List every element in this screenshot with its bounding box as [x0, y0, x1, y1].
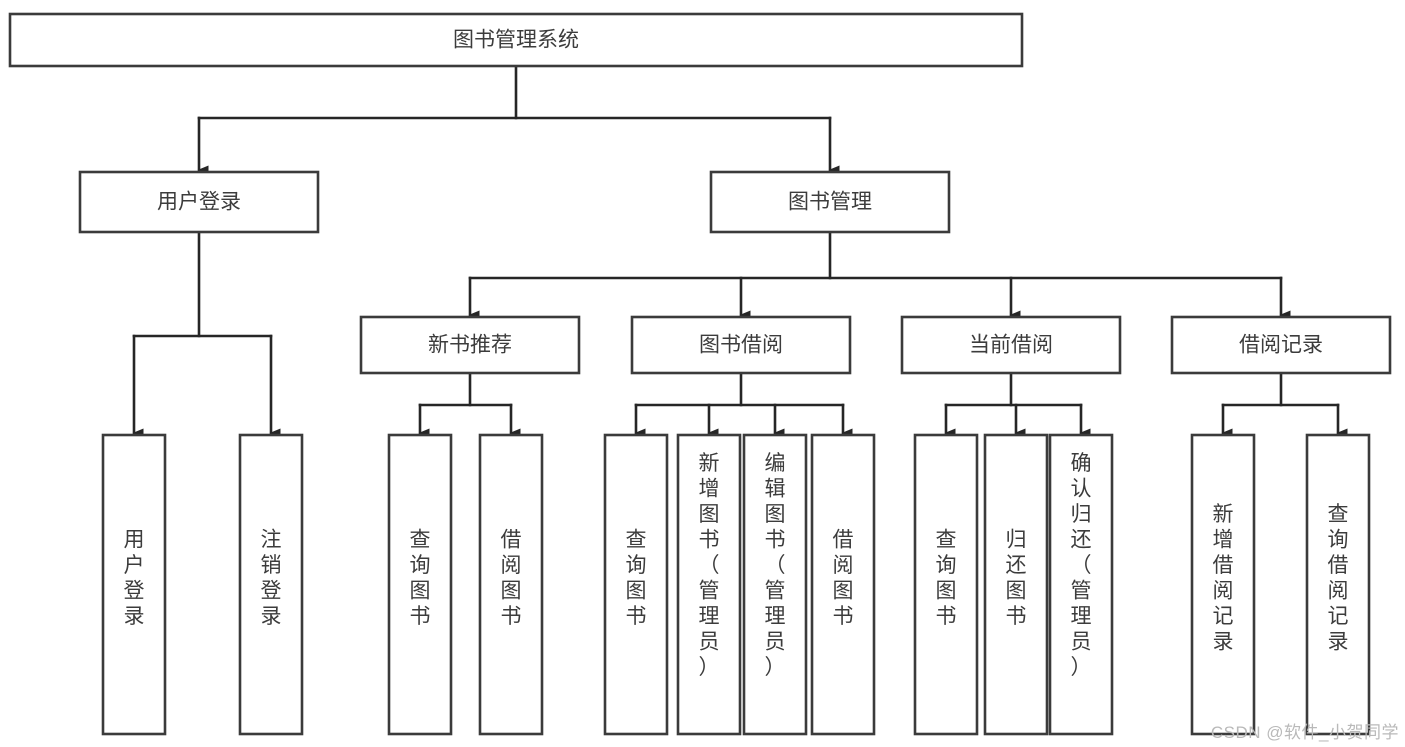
node-label: 查询借阅记录 — [1328, 503, 1349, 654]
node-label: 当前借阅 — [969, 334, 1053, 357]
node-leaf-user-login[interactable]: 用户登录 — [101, 433, 167, 736]
connector-layer — [132, 64, 1348, 438]
node-borrow-record[interactable]: 借阅记录 — [1170, 315, 1392, 375]
node-label: 图书借阅 — [699, 334, 783, 357]
node-leaf-add-record[interactable]: 新增借阅记录 — [1190, 433, 1256, 736]
node-label: 图书管理系统 — [453, 29, 579, 52]
node-leaf-add-book[interactable]: 新增图书（管理员） — [676, 433, 742, 736]
node-leaf-borrow-book-2[interactable]: 借阅图书 — [810, 433, 876, 736]
node-leaf-edit-book[interactable]: 编辑图书（管理员） — [742, 433, 808, 736]
node-book-manage[interactable]: 图书管理 — [709, 170, 951, 234]
node-label: 借阅图书 — [833, 528, 854, 628]
node-book-borrow[interactable]: 图书借阅 — [630, 315, 852, 375]
node-leaf-query-book-3[interactable]: 查询图书 — [913, 433, 979, 736]
node-label: 查询图书 — [936, 528, 957, 628]
node-current-borrow[interactable]: 当前借阅 — [900, 315, 1122, 375]
node-leaf-query-record[interactable]: 查询借阅记录 — [1305, 433, 1371, 736]
node-leaf-query-book-2[interactable]: 查询图书 — [603, 433, 669, 736]
node-leaf-user-logout[interactable]: 注销登录 — [238, 433, 304, 736]
node-label: 新增借阅记录 — [1213, 503, 1234, 654]
node-label: 查询图书 — [626, 528, 647, 628]
node-leaf-query-book-1[interactable]: 查询图书 — [387, 433, 453, 736]
node-label: 归还图书 — [1006, 528, 1027, 628]
node-label: 借阅记录 — [1239, 334, 1323, 357]
node-leaf-return-book[interactable]: 归还图书 — [983, 433, 1049, 736]
node-label: 注销登录 — [261, 528, 282, 628]
node-label: 编辑图书（管理员） — [765, 452, 786, 679]
node-user-login[interactable]: 用户登录 — [78, 170, 320, 234]
node-label: 新书推荐 — [428, 334, 512, 357]
node-layer: 图书管理系统用户登录图书管理新书推荐图书借阅当前借阅借阅记录用户登录注销登录查询… — [8, 12, 1392, 736]
node-root[interactable]: 图书管理系统 — [8, 12, 1024, 68]
node-label: 确认归还（管理员） — [1071, 452, 1092, 679]
watermark-text: CSDN @软件_小贺同学 — [1210, 723, 1399, 742]
node-new-book-rec[interactable]: 新书推荐 — [359, 315, 581, 375]
node-leaf-confirm-return[interactable]: 确认归还（管理员） — [1048, 433, 1114, 736]
node-leaf-borrow-book-1[interactable]: 借阅图书 — [478, 433, 544, 736]
node-label: 借阅图书 — [501, 528, 522, 628]
node-label: 用户登录 — [157, 191, 241, 214]
node-label: 新增图书（管理员） — [699, 452, 720, 679]
node-label: 用户登录 — [124, 528, 145, 628]
node-label: 查询图书 — [410, 528, 431, 628]
node-label: 图书管理 — [788, 191, 872, 214]
